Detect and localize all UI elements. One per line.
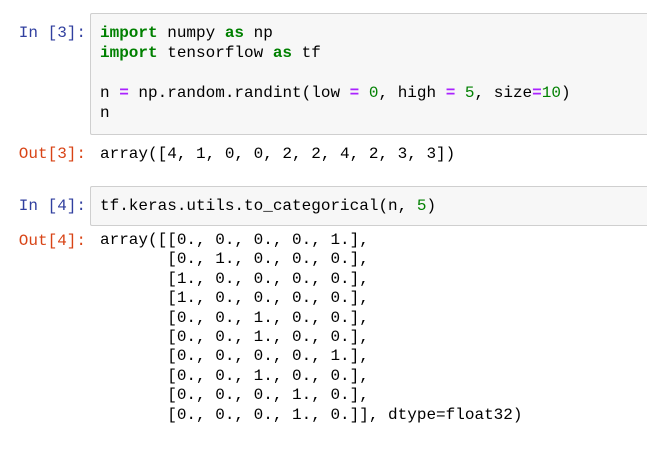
number-token: 0 xyxy=(368,84,379,102)
number-token: 10 xyxy=(541,84,561,102)
operator-token: = xyxy=(445,84,456,102)
keyword-token: as xyxy=(272,44,293,62)
code-token: n xyxy=(100,84,120,102)
keyword-token: import xyxy=(100,44,158,62)
in-prompt: In [4]: xyxy=(18,197,86,215)
code-text: tf.keras.utils.to_categorical(n, 5) xyxy=(100,196,647,216)
code-token: tf xyxy=(292,44,321,62)
code-token xyxy=(359,84,369,102)
code-input[interactable]: import numpy as np import tensorflow as … xyxy=(90,13,647,135)
code-token xyxy=(455,84,465,102)
code-token: ) xyxy=(560,84,571,102)
code-token: tf.keras.utils.to_categorical(n, xyxy=(100,197,417,215)
operator-token: = xyxy=(532,84,542,102)
in-prompt: In [3]: xyxy=(18,24,86,42)
code-token: numpy xyxy=(157,24,225,42)
code-token: np xyxy=(244,24,273,42)
keyword-token: import xyxy=(100,24,158,42)
keyword-token: as xyxy=(224,24,245,42)
number-token: 5 xyxy=(416,197,427,215)
output-text: array([4, 1, 0, 0, 2, 2, 4, 2, 3, 3]) xyxy=(100,145,456,163)
code-token: ) xyxy=(426,197,437,215)
output-text: array([[0., 0., 0., 0., 1.], [0., 1., 0.… xyxy=(100,231,523,424)
out-prompt: Out[3]: xyxy=(18,145,86,163)
code-input[interactable]: tf.keras.utils.to_categorical(n, 5) xyxy=(90,186,647,226)
code-token: np.random.randint(low xyxy=(128,84,350,102)
code-token: n xyxy=(100,104,110,122)
number-token: 5 xyxy=(464,84,475,102)
code-token: tensorflow xyxy=(157,44,273,62)
code-text: import numpy as np import tensorflow as … xyxy=(100,23,647,123)
out-prompt: Out[4]: xyxy=(18,232,86,250)
operator-token: = xyxy=(349,84,360,102)
code-token: , size xyxy=(474,84,533,102)
code-token: , high xyxy=(378,84,446,102)
operator-token: = xyxy=(119,84,129,102)
